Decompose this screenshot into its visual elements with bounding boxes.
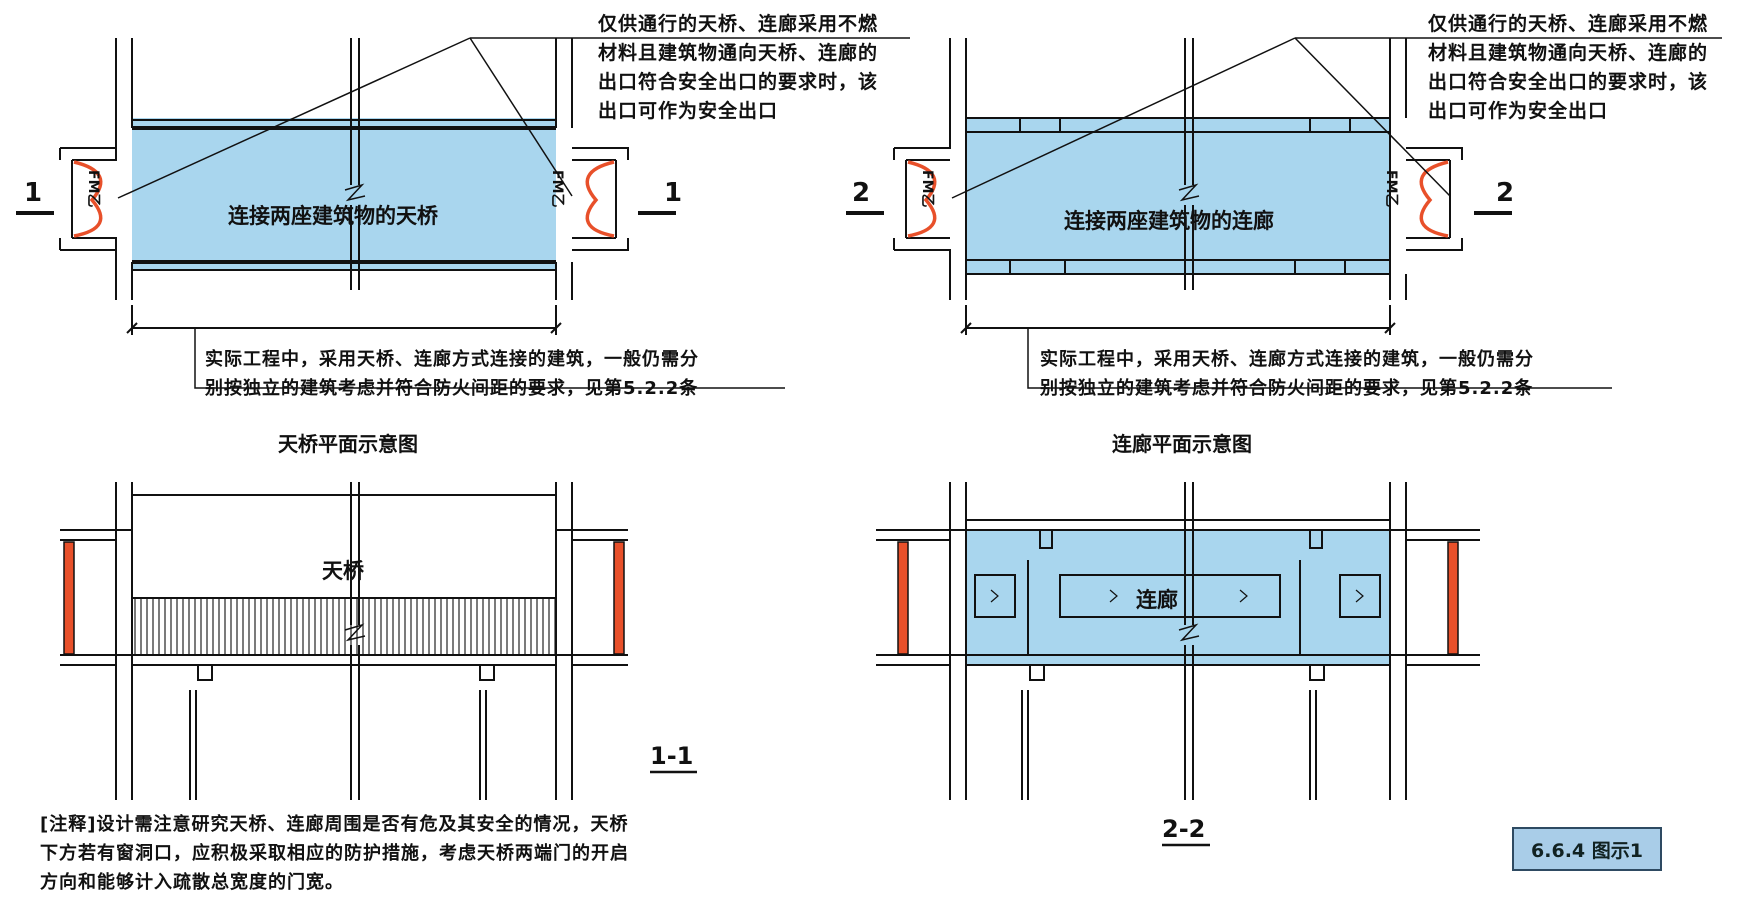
plan-left-dim-note: 实际工程中，采用天桥、连廊方式连接的建筑，一般仍需分 别按独立的建筑考虑并符合防… bbox=[205, 345, 699, 403]
section-left-drawing bbox=[60, 482, 697, 800]
plan-right-center-label: 连接两座建筑物的连廊 bbox=[1064, 209, 1274, 233]
door-label: FM乙 bbox=[1383, 170, 1399, 208]
plan-left-caption: 天桥平面示意图 bbox=[278, 432, 418, 456]
notes-block: [注释]设计需注意研究天桥、连廊周围是否有危及其安全的情况，天桥 下方若有窗洞口… bbox=[40, 810, 629, 897]
callout-line: 出口符合安全出口的要求时，该 bbox=[598, 71, 879, 93]
section-left-mark: 1-1 bbox=[650, 742, 694, 770]
plan-left-drawing bbox=[16, 37, 910, 389]
section-mark: 2 bbox=[1496, 178, 1515, 208]
plan-right-dim-note: 实际工程中，采用天桥、连廊方式连接的建筑，一般仍需分 别按独立的建筑考虑并符合防… bbox=[1040, 345, 1534, 403]
door-label: FM乙 bbox=[919, 170, 935, 208]
section-right-label: 连廊 bbox=[1136, 588, 1178, 612]
callout-line: 出口可作为安全出口 bbox=[598, 100, 779, 122]
plan-left-callout: 仅供通行的天桥、连廊采用不燃 材料且建筑物通向天桥、连廊的 出口符合安全出口的要… bbox=[598, 10, 878, 126]
dim-note-line: 别按独立的建筑考虑并符合防火间距的要求，见第5.2.2条 bbox=[205, 378, 699, 399]
section-mark: 1 bbox=[24, 178, 43, 208]
corridor-fill bbox=[966, 118, 1390, 274]
section-mark: 2 bbox=[852, 178, 871, 208]
callout-line: 材料且建筑物通向天桥、连廊的 bbox=[1428, 42, 1709, 64]
section-mark: 1 bbox=[664, 178, 683, 208]
dim-note-line: 实际工程中，采用天桥、连廊方式连接的建筑，一般仍需分 bbox=[1040, 349, 1534, 370]
dim-note-line: 实际工程中，采用天桥、连廊方式连接的建筑，一般仍需分 bbox=[205, 349, 699, 370]
door-label: FM乙 bbox=[85, 170, 101, 208]
callout-line: 出口可作为安全出口 bbox=[1428, 100, 1609, 122]
note-line: [注释]设计需注意研究天桥、连廊周围是否有危及其安全的情况，天桥 bbox=[40, 814, 629, 835]
plan-right-drawing bbox=[846, 37, 1722, 389]
callout-line: 出口符合安全出口的要求时，该 bbox=[1428, 71, 1709, 93]
callout-line: 仅供通行的天桥、连廊采用不燃 bbox=[598, 13, 879, 35]
section-right-drawing bbox=[876, 482, 1480, 847]
door-label: FM乙 bbox=[549, 170, 565, 208]
dim-note-line: 别按独立的建筑考虑并符合防火间距的要求，见第5.2.2条 bbox=[1040, 378, 1534, 399]
note-line: 方向和能够计入疏散总宽度的门宽。 bbox=[40, 872, 344, 893]
plan-right-callout: 仅供通行的天桥、连廊采用不燃 材料且建筑物通向天桥、连廊的 出口符合安全出口的要… bbox=[1428, 10, 1708, 126]
plan-right-caption: 连廊平面示意图 bbox=[1112, 432, 1252, 456]
section-right-mark: 2-2 bbox=[1162, 815, 1206, 843]
figure-id-badge: 6.6.4 图示1 bbox=[1512, 827, 1662, 871]
section-left-label: 天桥 bbox=[322, 559, 364, 583]
callout-line: 仅供通行的天桥、连廊采用不燃 bbox=[1428, 13, 1709, 35]
note-line: 下方若有窗洞口，应积极采取相应的防护措施，考虑天桥两端门的开启 bbox=[40, 843, 629, 864]
plan-left-center-label: 连接两座建筑物的天桥 bbox=[228, 204, 438, 228]
bridge-fill bbox=[132, 118, 556, 270]
callout-line: 材料且建筑物通向天桥、连廊的 bbox=[598, 42, 879, 64]
